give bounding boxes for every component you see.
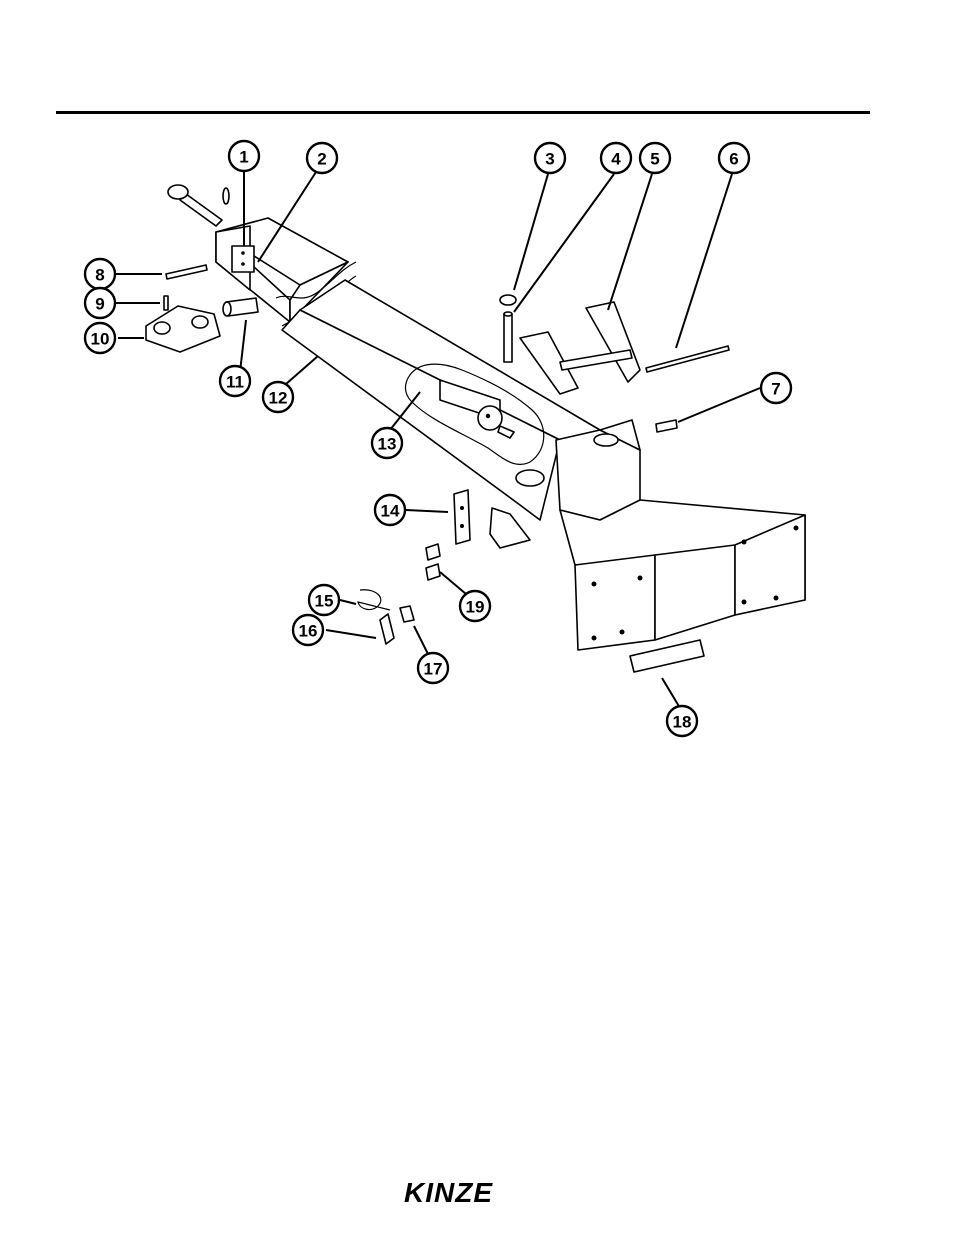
callout-label-12: 12 [269, 389, 288, 408]
kinze-logo: KINZE [400, 1176, 524, 1206]
part-3-washer [500, 295, 516, 305]
callout-label-6: 6 [729, 150, 738, 169]
callout-label-13: 13 [378, 435, 397, 454]
callout-label-15: 15 [315, 592, 334, 611]
callout-label-7: 7 [771, 380, 780, 399]
part-16-bolt [380, 614, 394, 644]
part-6-long-pin [646, 346, 729, 372]
part-17-sleeve [400, 606, 414, 622]
rear-hitch-assembly [516, 420, 805, 650]
part-9-bolt [164, 296, 168, 310]
callout-label-17: 17 [424, 660, 443, 679]
part-4-pin [504, 314, 512, 362]
callout-label-3: 3 [545, 150, 554, 169]
callout-label-14: 14 [381, 502, 400, 521]
callout-label-8: 8 [95, 266, 104, 285]
callout-label-19: 19 [466, 598, 485, 617]
logo-text: KINZE [404, 1177, 493, 1206]
callout-label-2: 2 [317, 150, 326, 169]
part-18-plate [630, 640, 704, 672]
callout-label-11: 11 [226, 373, 244, 392]
callout-label-9: 9 [95, 295, 104, 314]
part-15-u-bolt [358, 590, 390, 610]
part-7-bolt [656, 420, 677, 432]
callout-label-10: 10 [91, 330, 110, 349]
callout-label-5: 5 [650, 150, 659, 169]
callout-label-1: 1 [239, 148, 248, 167]
callout-label-16: 16 [299, 622, 318, 641]
callout-label-18: 18 [673, 713, 692, 732]
part-19-fitting [426, 544, 440, 560]
callout-label-4: 4 [611, 150, 621, 169]
part-8-pin [166, 265, 207, 279]
part-14-valve [454, 490, 470, 544]
